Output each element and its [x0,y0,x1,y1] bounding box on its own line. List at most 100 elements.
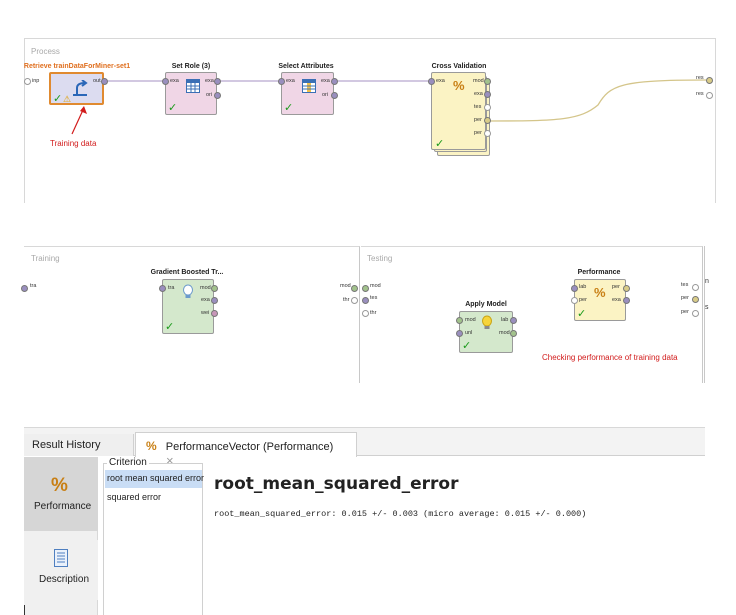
testing-thr-port[interactable] [362,310,369,317]
performance-in-port-lab[interactable] [571,285,578,292]
gbt-out-label-exa: exa [201,297,210,303]
testing-tes-label: tes [370,295,378,301]
apply-model-in-label-mod: mod [465,317,476,323]
cross-validation-in-port[interactable] [428,78,435,85]
checkmark-icon: ✓ [284,102,294,114]
result-port-label-2: res [696,91,704,97]
close-icon[interactable]: × [166,453,174,468]
criterion-item-rmse[interactable]: root mean squared error [105,470,205,488]
result-heading: root_mean_squared_error [214,474,459,494]
apply-model-in-port-mod[interactable] [456,317,463,324]
cv-out-port-exa[interactable] [484,91,491,98]
lightbulb-icon [482,315,492,329]
gbt-out-port-mod[interactable] [211,285,218,292]
performance-out-label-per: per [612,284,620,290]
checkmark-icon: ✓ [168,102,178,114]
tab-performance-vector[interactable]: % PerformanceVector (Performance) × [135,432,357,468]
testing-mod-port[interactable] [362,285,369,292]
side-strip [704,246,712,383]
side-strip-letter-1: n [705,278,709,285]
retrieve-out-label: out [93,78,101,84]
percent-icon: % [146,439,157,453]
performance-operator[interactable]: % ✓ [574,279,626,321]
tab-result-history-label: Result History [32,439,101,451]
apply-model-title: Apply Model [465,301,507,308]
select-attributes-out-label-2: ori [322,92,329,98]
side-nav-performance-label: Performance [34,501,92,512]
performance-out-label-exa: exa [612,297,621,303]
set-role-out-label-2: ori [206,92,213,98]
cv-out-label-tes: tes [474,104,482,110]
criterion-item-rmse-label: root mean squared error [107,473,205,483]
gbt-out-port-exa[interactable] [211,297,218,304]
apply-model-operator[interactable]: ✓ [459,311,513,353]
gbt-in-port[interactable] [159,285,166,292]
apply-model-in-port-unl[interactable] [456,330,463,337]
process-panel-label: Process [31,47,60,56]
gbt-in-label: tra [168,285,175,291]
select-attributes-operator[interactable]: ✓ [281,72,334,115]
testing-tes-port[interactable] [362,297,369,304]
training-tra-port[interactable] [21,285,28,292]
cv-out-label-per-1: per [474,117,482,123]
select-attributes-out-port-1[interactable] [331,78,338,85]
training-data-annotation: Training data [50,139,97,148]
training-mod-port[interactable] [351,285,358,292]
set-role-out-port-2[interactable] [214,92,221,99]
set-role-out-label-1: exa [205,78,214,84]
side-nav-performance[interactable]: % Performance [24,457,98,531]
select-attributes-in-port[interactable] [278,78,285,85]
apply-model-out-label-mod: mod [499,330,510,336]
cv-out-port-mod[interactable] [484,78,491,85]
cv-out-port-per-1[interactable] [484,117,491,124]
apply-model-out-port-mod[interactable] [510,330,517,337]
checkmark-icon: ✓ [577,308,587,320]
cv-out-label-per-2: per [474,130,482,136]
training-thr-port[interactable] [351,297,358,304]
performance-out-port-per[interactable] [623,285,630,292]
testing-mod-label: mod [370,283,381,289]
retrieve-operator[interactable]: ✓ ⚠ [49,72,104,105]
select-attributes-title: Select Attributes [278,63,334,70]
performance-out-port-exa[interactable] [623,297,630,304]
testing-right-port-tes[interactable] [692,284,699,291]
percent-icon: % [51,475,68,496]
testing-right-port-per-1[interactable] [692,296,699,303]
side-nav-description[interactable]: Description [24,540,98,600]
cv-out-port-per-2[interactable] [484,130,491,137]
training-tra-label: tra [30,283,37,289]
gbt-operator[interactable]: ✓ [162,279,214,334]
cv-out-label-mod: mod [473,78,484,84]
set-role-in-label: exa [170,78,179,84]
select-attributes-out-label-1: exa [321,78,330,84]
apply-model-out-port-lab[interactable] [510,317,517,324]
cross-validation-operator[interactable]: % ✓ [431,72,486,150]
cv-out-label-exa: exa [474,91,483,97]
criterion-item-squared-error-label: squared error [107,492,162,502]
set-role-out-port-1[interactable] [214,78,221,85]
performance-in-label-per: per [579,297,587,303]
training-thr-label: thr [343,297,350,303]
tab-result-history[interactable]: Result History [24,434,134,456]
process-inp-port[interactable] [24,78,31,85]
tab-performance-vector-label: PerformanceVector (Performance) [165,441,334,453]
result-port-2[interactable] [706,92,713,99]
select-attributes-out-port-2[interactable] [331,92,338,99]
criterion-item-squared-error[interactable]: squared error [105,489,202,507]
result-port-1[interactable] [706,77,713,84]
testing-right-label-per-1: per [681,295,689,301]
process-panel [24,38,716,203]
criterion-box [103,463,203,615]
checkmark-icon: ✓ [53,93,63,105]
testing-right-port-per-2[interactable] [692,310,699,317]
gbt-out-port-wei[interactable] [211,310,218,317]
performance-in-label-lab: lab [579,284,587,290]
text-cursor [24,605,25,615]
cross-validation-title: Cross Validation [431,63,487,70]
result-value-line: root_mean_squared_error: 0.015 +/- 0.003… [214,509,587,519]
performance-in-port-per[interactable] [571,297,578,304]
side-nav-description-label: Description [39,574,90,585]
set-role-in-port[interactable] [162,78,169,85]
retrieve-out-port[interactable] [101,78,108,85]
cv-out-port-tes[interactable] [484,104,491,111]
